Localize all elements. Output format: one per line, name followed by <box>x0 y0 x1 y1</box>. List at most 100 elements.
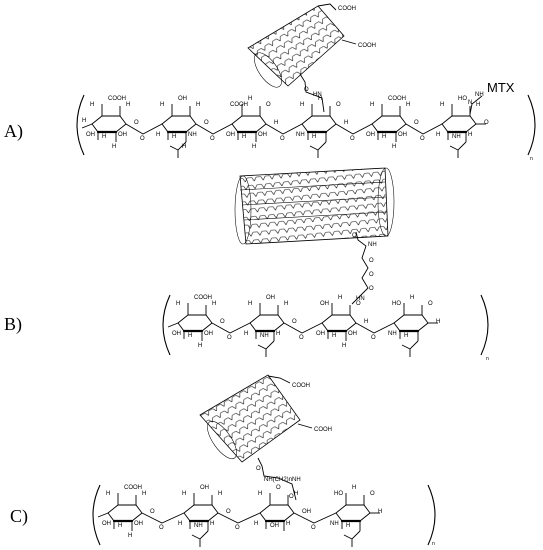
atom-label: H <box>338 295 342 301</box>
atom-label: HO <box>458 96 467 102</box>
atom-label: NH <box>296 132 305 138</box>
atom-label: H <box>352 485 356 491</box>
atom-label: OH <box>348 331 357 337</box>
atom-label: OH <box>172 331 181 337</box>
atom-label: OH <box>320 301 329 307</box>
atom-label: H <box>128 533 132 539</box>
nanotube-c: COOH COOH <box>199 374 332 463</box>
atom-label: H <box>300 102 304 108</box>
atom-label: H <box>378 509 382 515</box>
linker-c-nh: NH(CH2)nNH <box>264 477 301 483</box>
atom-label: OH <box>366 132 375 138</box>
atom-label: O <box>134 120 139 126</box>
glycosidic-oxygen: O <box>235 525 240 531</box>
panel-letter-a: A) <box>4 121 23 142</box>
atom-label: H <box>312 134 316 140</box>
atom-label: COOH <box>124 485 142 491</box>
nanotube-a: COOH COOH <box>247 3 376 88</box>
atom-label: O <box>220 319 225 325</box>
atom-label: NH <box>188 132 197 138</box>
atom-label: H <box>160 102 164 108</box>
subscript-a: n <box>530 156 533 162</box>
atom-label: H <box>344 120 348 126</box>
linker-b-o: O <box>352 233 357 239</box>
atom-label: H <box>286 521 290 527</box>
cooh-label-a2: COOH <box>358 43 376 49</box>
atom-label: H <box>346 523 350 529</box>
linker-b-o2: O <box>369 272 374 278</box>
atom-label: H <box>172 134 176 140</box>
atom-label: O <box>292 319 297 325</box>
bracket-right-a <box>527 94 536 156</box>
atom-label: OH <box>200 485 209 491</box>
atom-label: H <box>342 343 346 349</box>
atom-label: H <box>188 333 192 339</box>
atom-label: H <box>476 102 480 108</box>
atom-label: H <box>436 319 440 325</box>
atom-label: OH <box>134 521 143 527</box>
atom-label: H <box>182 491 186 497</box>
atom-label: H <box>364 319 368 325</box>
atom-label: H <box>440 102 444 108</box>
atom-label: H <box>118 523 122 529</box>
glycosidic-oxygen: O <box>420 136 425 142</box>
atom-label: H <box>196 102 200 108</box>
atom-label: H <box>370 102 374 108</box>
linker-c-o: O <box>256 466 261 472</box>
mtx-linker-n: N <box>468 100 472 106</box>
atom-label: HO <box>392 301 401 307</box>
bracket-right-b <box>480 294 489 356</box>
atom-label: O <box>356 301 361 307</box>
glycosidic-oxygen: O <box>140 136 145 142</box>
atom-label: OH <box>226 132 235 138</box>
cooh-label-c1: COOH <box>292 383 310 389</box>
atom-label: H <box>406 102 410 108</box>
atom-label: H <box>82 118 86 124</box>
atom-label: O <box>336 102 341 108</box>
atom-label: H <box>126 102 130 108</box>
atom-label: O <box>276 485 281 491</box>
atom-label: H <box>244 331 248 337</box>
linker-a-o: O <box>304 87 309 93</box>
atom-label: OH <box>204 331 213 337</box>
atom-label: OH <box>178 96 187 102</box>
atom-label: NH <box>330 521 339 527</box>
atom-label: NH <box>194 523 203 529</box>
glycosidic-oxygen: O <box>159 525 164 531</box>
bracket-right-c <box>427 484 436 546</box>
atom-label: H <box>274 120 278 126</box>
linker-c: O NH(CH2)nNH O <box>256 457 301 501</box>
mtx-linker-nh: NH <box>475 92 484 98</box>
atom-label: OH <box>266 295 275 301</box>
atom-label: H <box>258 491 262 497</box>
atom-label: OH <box>302 509 311 515</box>
atom-label: H <box>182 144 186 150</box>
atom-label: H <box>142 491 146 497</box>
atom-label: H <box>382 134 386 140</box>
atom-label: H <box>248 96 252 102</box>
atom-label: H <box>112 144 116 150</box>
glycosidic-oxygen: O <box>280 136 285 142</box>
atom-label: H <box>156 132 160 138</box>
atom-label: H <box>436 132 440 138</box>
atom-label: H <box>252 144 256 150</box>
nanotube-b <box>234 167 395 245</box>
atom-label: O <box>266 102 271 108</box>
linker-b-o1: O <box>369 258 374 264</box>
atom-label: H <box>102 134 106 140</box>
atom-label: H <box>242 134 246 140</box>
linker-b-hn: HN <box>356 296 365 302</box>
linker-b-nh: NH <box>368 242 377 248</box>
